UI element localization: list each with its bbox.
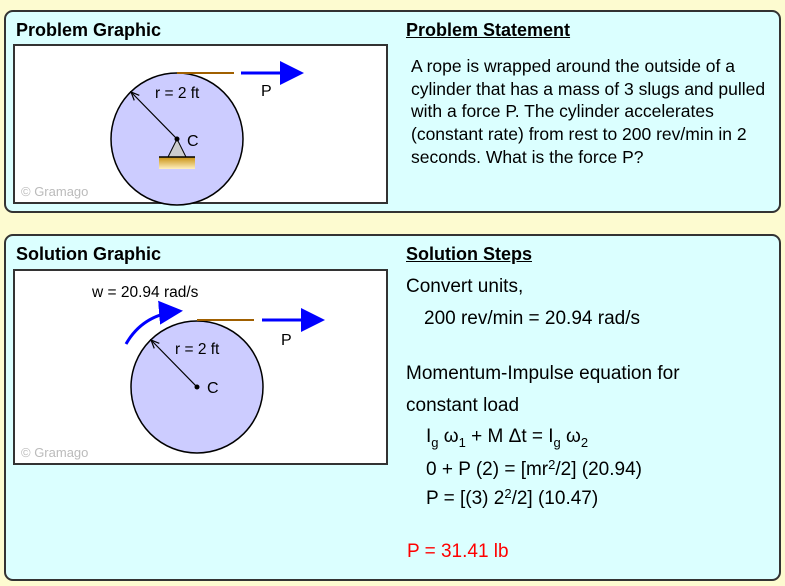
momentum-impulse-equation: Ig ω1 + M Δt = Ig ω2 xyxy=(426,426,589,450)
problem-graphic-title: Problem Graphic xyxy=(16,20,162,40)
center-label: C xyxy=(187,133,199,150)
solution-panel: Solution Graphic © Gramago w = 20.94 rad… xyxy=(4,234,781,581)
step-equation-intro: Momentum-Impulse equation for xyxy=(406,363,680,384)
solution-steps-title: Solution Steps xyxy=(406,244,532,264)
radius-label: r = 2 ft xyxy=(155,85,200,102)
angular-velocity-arrow xyxy=(124,300,183,345)
problem-statement-title: Problem Statement xyxy=(406,20,571,40)
omega-label: w = 20.94 rad/s xyxy=(91,284,199,301)
radius-line xyxy=(131,92,178,140)
radius-label: r = 2 ft xyxy=(175,341,220,358)
step-conversion: 200 rev/min = 20.94 rad/s xyxy=(424,308,640,329)
force-label: P xyxy=(261,83,272,100)
answer: P = 31.41 lb xyxy=(407,541,509,562)
step-constant-load: constant load xyxy=(406,395,520,416)
force-label: P xyxy=(281,332,292,349)
solved-equation: P = [(3) 22/2] (10.47) xyxy=(426,486,599,509)
center-label: C xyxy=(207,380,219,397)
watermark: © Gramago xyxy=(21,184,88,199)
ground-icon xyxy=(159,157,195,169)
radius-line xyxy=(151,340,198,388)
problem-statement: A rope is wrapped around the outside of … xyxy=(411,56,766,167)
solution-graphic-title: Solution Graphic xyxy=(16,244,162,264)
problem-graphic: © Gramago r = 2 ft C P xyxy=(13,44,388,206)
solution-graphic: © Gramago w = 20.94 rad/s r = 2 ft C P xyxy=(13,269,388,465)
step-convert: Convert units, xyxy=(406,276,524,297)
problem-panel: Problem Graphic © Gramago r = 2 ft C P P… xyxy=(4,10,781,213)
watermark: © Gramago xyxy=(21,445,88,460)
substituted-equation: 0 + P (2) = [mr2/2] (20.94) xyxy=(426,457,642,480)
solution-diagram: © Gramago w = 20.94 rad/s r = 2 ft C P xyxy=(21,284,325,460)
problem-diagram: © Gramago r = 2 ft C P xyxy=(21,61,304,206)
